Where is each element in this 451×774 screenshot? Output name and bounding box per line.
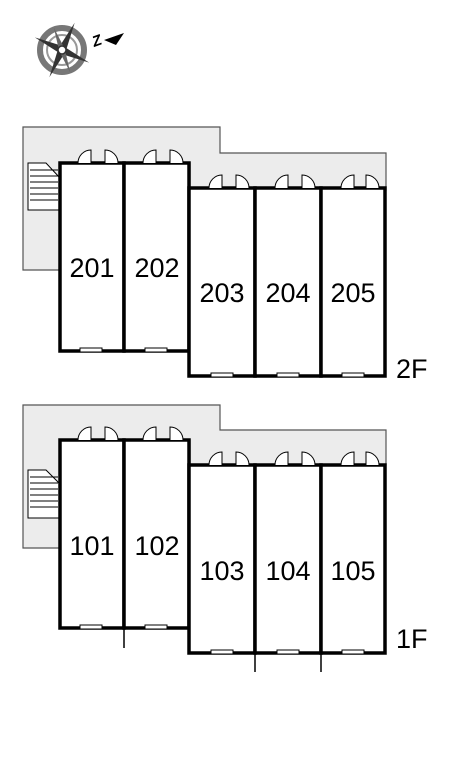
room-201: 201	[58, 149, 126, 353]
room-204: 204	[253, 174, 323, 378]
compass-rose-icon	[34, 22, 90, 78]
room-label-105: 105	[330, 556, 375, 586]
room-label-103: 103	[199, 556, 244, 586]
staircase-2f	[27, 162, 61, 211]
room-label-202: 202	[134, 253, 179, 283]
room-label-204: 204	[265, 278, 310, 308]
room-203: 203	[187, 174, 257, 378]
room-105: 105	[319, 451, 387, 655]
floor-2f: 201 202 203 204 205	[22, 126, 428, 384]
room-label-205: 205	[330, 278, 375, 308]
floor-label-2f: 2F	[396, 354, 428, 384]
room-label-104: 104	[265, 556, 310, 586]
floor-1f: 101 102 103 104 105	[22, 404, 428, 672]
room-104: 104	[253, 451, 323, 655]
floor-label-1f: 1F	[396, 624, 428, 654]
north-arrow-icon	[104, 33, 124, 45]
room-101: 101	[58, 426, 126, 630]
room-205: 205	[319, 174, 387, 378]
room-label-102: 102	[134, 531, 179, 561]
room-103: 103	[187, 451, 257, 655]
room-label-201: 201	[69, 253, 114, 283]
room-label-101: 101	[69, 531, 114, 561]
room-102: 102	[122, 426, 191, 630]
room-202: 202	[122, 149, 191, 353]
staircase-1f	[27, 469, 61, 519]
room-label-203: 203	[199, 278, 244, 308]
compass-north-label: Z	[89, 31, 105, 51]
